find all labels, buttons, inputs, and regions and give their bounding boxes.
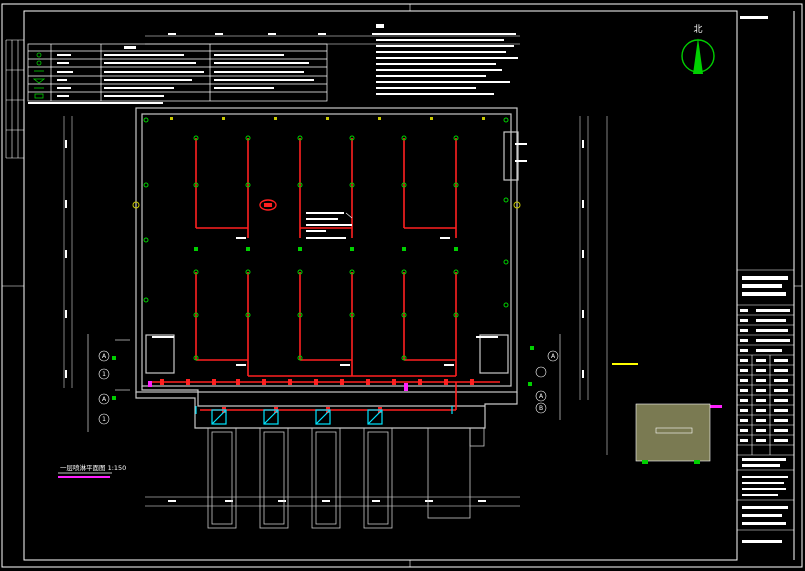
- water-tanks: [195, 406, 453, 425]
- right-axis-labels: A A B: [539, 353, 556, 412]
- left-axis-details: [87, 334, 130, 432]
- svg-text:A: A: [102, 396, 107, 403]
- right-axis-details: [535, 334, 561, 420]
- central-callout: [236, 199, 450, 239]
- north-label: 北: [693, 24, 702, 35]
- sprinkler-pipes: [148, 138, 500, 411]
- axis-bubble-icon: [98, 350, 110, 362]
- column-markers: [170, 117, 485, 251]
- cut-marks: [2, 4, 802, 567]
- svg-text:1: 1: [102, 371, 106, 378]
- north-arrow-icon: 北: [681, 24, 715, 74]
- title-block-text: [740, 16, 790, 543]
- valve-markers: [148, 381, 722, 408]
- left-axis-labels: A 1 A 1: [102, 353, 107, 423]
- sprinkler-head-icon: [36, 52, 42, 58]
- outer-frame: [1, 3, 803, 568]
- sprinkler-heads: [132, 117, 521, 361]
- plan-title-block: 一层喷淋平面图 1:150: [58, 463, 126, 478]
- svg-text:1: 1: [102, 416, 106, 423]
- design-notes: [376, 24, 518, 95]
- plan-title: 一层喷淋平面图 1:150: [60, 463, 126, 472]
- svg-text:A: A: [102, 353, 107, 360]
- left-axis-symbols: [112, 356, 116, 400]
- svg-text:A: A: [551, 353, 556, 360]
- title-block: [737, 269, 794, 531]
- svg-text:A: A: [539, 393, 544, 400]
- plan-small-labels: [152, 143, 638, 366]
- dimension-lines: [63, 35, 608, 507]
- svg-text:B: B: [539, 405, 543, 412]
- loading-docks: [207, 427, 485, 529]
- legend-symbols: [32, 52, 46, 99]
- building-walls: [135, 107, 519, 429]
- pipe-fittings: [160, 379, 474, 413]
- binding-strip: [5, 39, 24, 159]
- detail-box: [635, 403, 711, 464]
- legend-text-bars: [28, 46, 314, 104]
- right-axis-symbols: [528, 346, 534, 386]
- dimension-ticks: [65, 33, 584, 502]
